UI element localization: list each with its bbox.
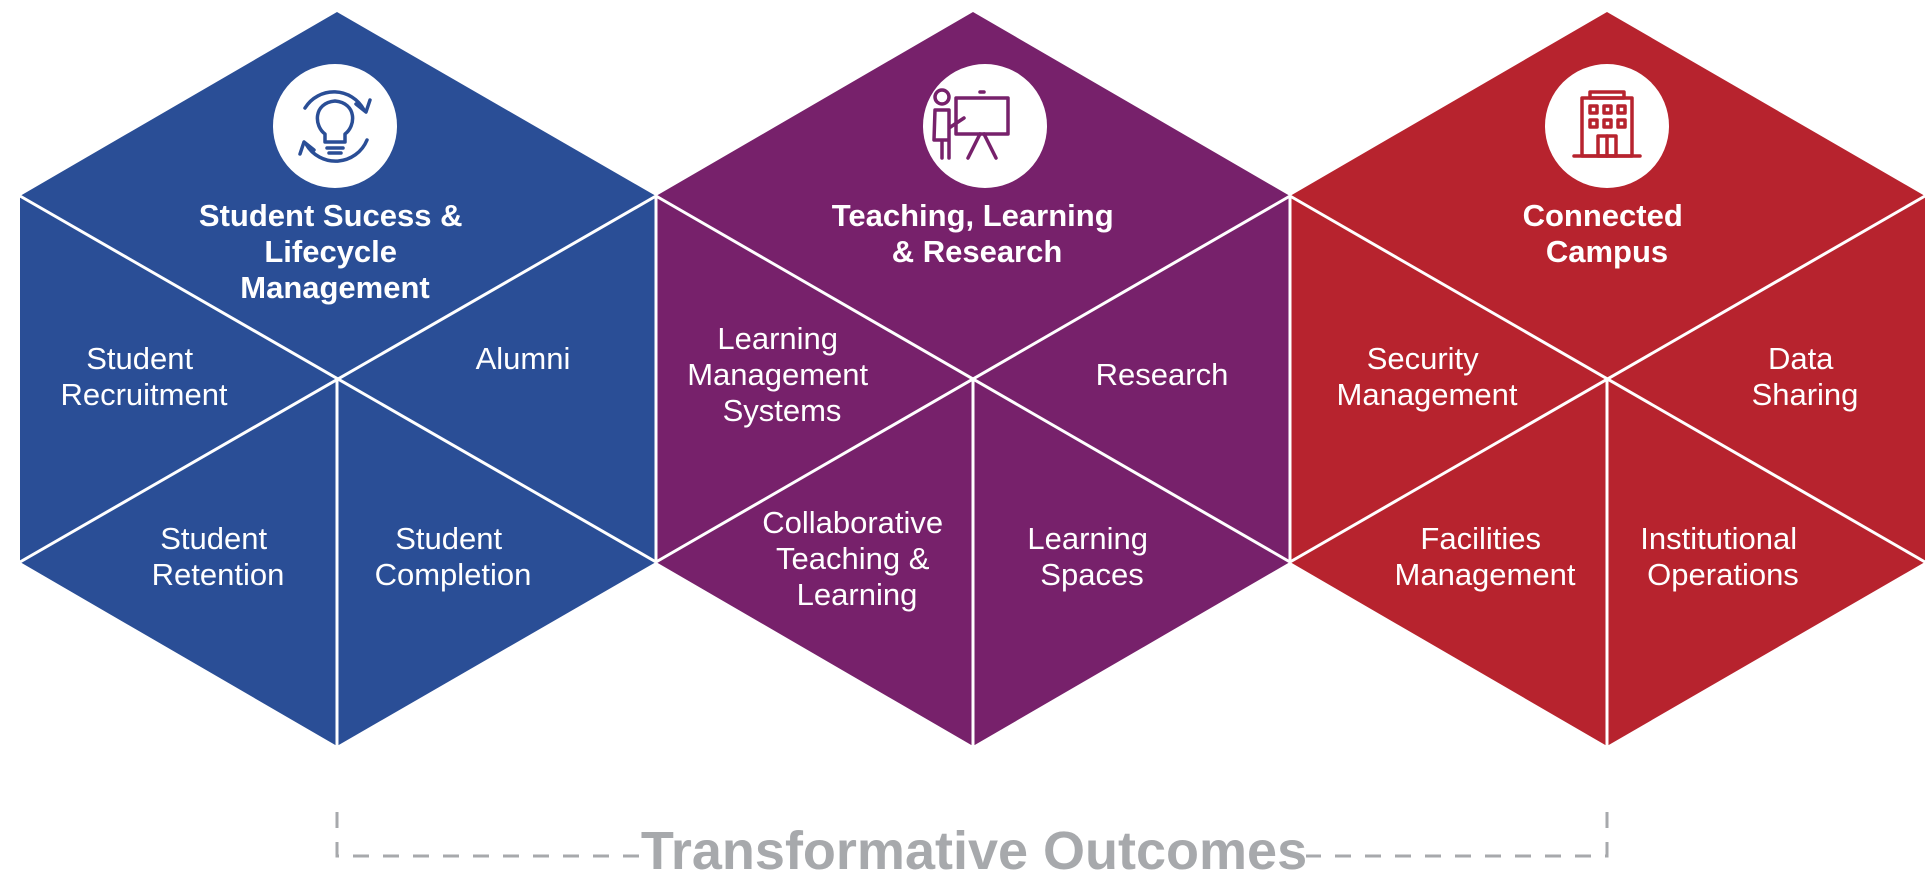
hexagon-student: Student Sucess & Lifecycle Management St… xyxy=(18,12,658,748)
segment-facilities-management: Facilities Management xyxy=(1395,521,1576,592)
segment-learning-spaces: Learning Spaces xyxy=(1027,521,1156,592)
teacher-presentation-icon xyxy=(932,88,1010,160)
outcomes-bracket: Transformative Outcomes xyxy=(335,812,1609,872)
segment-security-management: Security Management xyxy=(1337,341,1518,412)
segment-collaborative-teaching-learning: Collaborative Teaching & Learning xyxy=(762,505,952,612)
hub-title-teaching: Teaching, Learning & Research xyxy=(832,198,1123,269)
hexagon-campus: Connected Campus Security Management Dat… xyxy=(1288,12,1927,748)
bracket-right xyxy=(1306,812,1609,858)
segment-student-completion: Student Completion xyxy=(375,521,532,592)
outcomes-label: Transformative Outcomes xyxy=(641,821,1307,872)
segment-learning-management-systems: Learning Management Systems xyxy=(687,321,877,428)
bracket-left xyxy=(335,812,640,858)
hub-title-campus: Connected Campus xyxy=(1523,198,1692,269)
hexagon-teaching: Teaching, Learning & Research Learning M… xyxy=(654,12,1292,748)
icon-badge xyxy=(273,64,397,188)
building-icon xyxy=(1572,90,1642,158)
segment-institutional-operations: Institutional Operations xyxy=(1640,521,1805,592)
segment-data-sharing: Data Sharing xyxy=(1752,341,1859,412)
segment-student-retention: Student Retention xyxy=(152,521,285,592)
lightbulb-cycle-icon xyxy=(298,90,372,163)
segment-alumni: Alumni xyxy=(476,341,571,376)
segment-research: Research xyxy=(1096,357,1229,392)
segment-student-recruitment: Student Recruitment xyxy=(60,341,227,412)
icon-badge xyxy=(923,64,1047,188)
hub-title-student: Student Sucess & Lifecycle Management xyxy=(199,198,471,305)
